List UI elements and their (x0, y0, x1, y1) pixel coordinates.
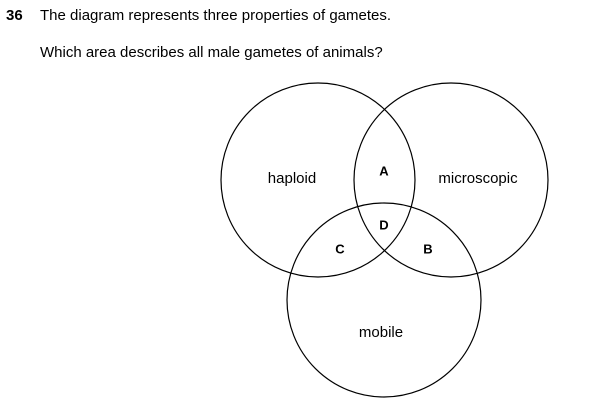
question-number: 36 (6, 7, 23, 24)
region-label-c: C (335, 241, 345, 256)
circle-microscopic (353, 82, 549, 278)
region-label-b: B (423, 241, 432, 256)
set-label-haploid: haploid (268, 170, 316, 187)
set-label-microscopic: microscopic (438, 170, 518, 187)
set-label-mobile: mobile (359, 324, 403, 341)
question-stem: The diagram represents three properties … (40, 7, 392, 24)
region-label-a: A (379, 163, 389, 178)
region-label-d: D (379, 217, 388, 232)
circle-haploid (220, 82, 416, 278)
circle-mobile (286, 202, 482, 398)
question-prompt: Which area describes all male gametes of… (40, 44, 383, 61)
